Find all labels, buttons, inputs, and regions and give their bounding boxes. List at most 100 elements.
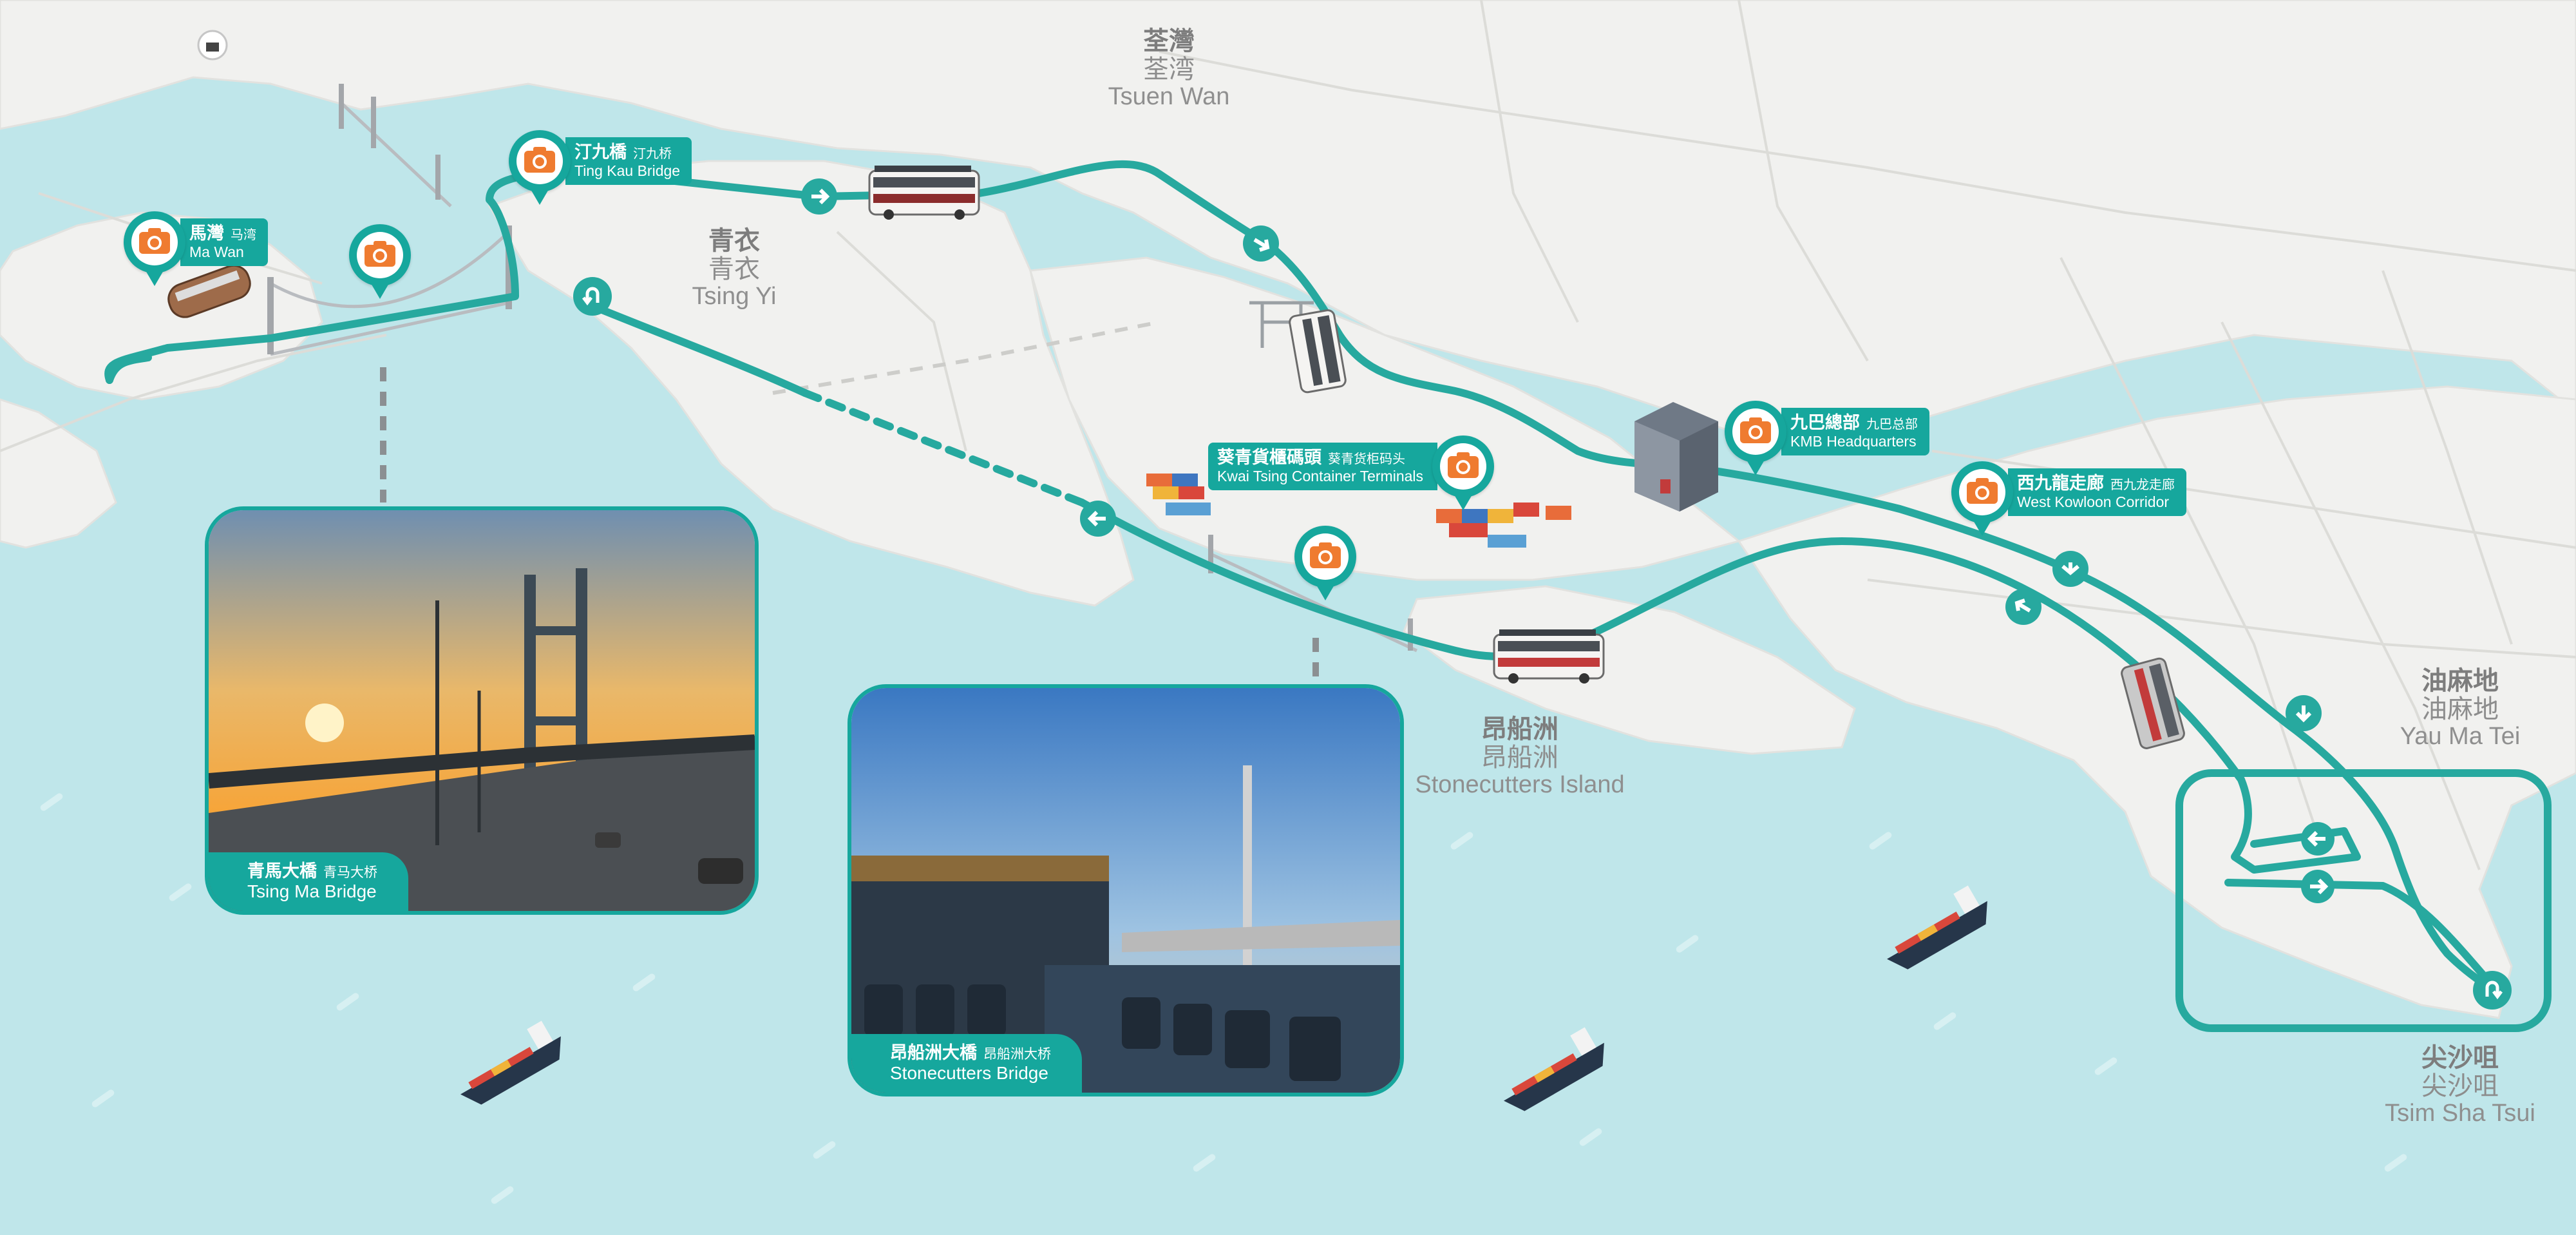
photo-image bbox=[209, 510, 755, 911]
poi-pin[interactable] bbox=[1294, 526, 1356, 600]
poi-pin[interactable] bbox=[124, 211, 185, 286]
camera-icon bbox=[1309, 541, 1342, 573]
district-tc: 青衣 bbox=[708, 226, 760, 256]
poi-ting-kau-bridge[interactable]: 汀九橋汀九桥 Ting Kau Bridge bbox=[509, 130, 692, 205]
poi-en: KMB Headquarters bbox=[1790, 433, 1917, 450]
route-arrows bbox=[573, 178, 2512, 1010]
poi-tc: 西九龍走廊 bbox=[2017, 474, 2104, 494]
poi-sc: 马湾 bbox=[231, 227, 256, 243]
route-arrow bbox=[2473, 971, 2512, 1010]
photo-sc: 昂船洲大桥 bbox=[983, 1046, 1051, 1062]
ting-kau-bridge-structure bbox=[339, 84, 452, 207]
poi-sc: 汀九桥 bbox=[633, 146, 672, 162]
poi-sc: 葵青货柜码头 bbox=[1328, 451, 1405, 467]
route-arrow bbox=[573, 277, 612, 316]
photo-image bbox=[851, 688, 1400, 1093]
district-tc: 荃灣 bbox=[1143, 26, 1195, 56]
poi-kmb-headquarters[interactable]: 九巴總部九巴总部 KMB Headquarters bbox=[1725, 401, 1929, 475]
district-en: Yau Ma Tei bbox=[2400, 723, 2521, 750]
poi-label: 馬灣马湾 Ma Wan bbox=[180, 218, 268, 266]
photo-en: Stonecutters Bridge bbox=[890, 1062, 1048, 1083]
port-crane bbox=[1249, 301, 1314, 348]
poi-pin[interactable] bbox=[1951, 461, 2013, 536]
route-arrow bbox=[2301, 822, 2334, 856]
container-stacks bbox=[1146, 474, 1571, 548]
poi-en: West Kowloon Corridor bbox=[2017, 493, 2170, 511]
route-arrow bbox=[1080, 501, 1116, 537]
poi-en: Kwai Tsing Container Terminals bbox=[1217, 468, 1424, 485]
northern-land bbox=[0, 0, 2576, 452]
tsim-sha-tsui-highlight bbox=[2175, 769, 2552, 1032]
poi-en: Ma Wan bbox=[189, 244, 244, 261]
camera-icon bbox=[138, 227, 171, 258]
district-tsim-sha-tsui: 尖沙咀 尖沙咀 Tsim Sha Tsui bbox=[2376, 1044, 2544, 1127]
district-sc: 尖沙咀 bbox=[2421, 1071, 2499, 1101]
poi-west-kowloon-corridor[interactable]: 西九龍走廊西九龙走廊 West Kowloon Corridor bbox=[1951, 461, 2186, 536]
photo-tc: 青馬大橋 bbox=[247, 861, 317, 881]
district-stonecutters-island: 昂船洲 昂船洲 Stonecutters Island bbox=[1404, 715, 1636, 799]
double-decker-bus bbox=[2121, 657, 2185, 749]
photo-caption: 青馬大橋青马大桥 Tsing Ma Bridge bbox=[209, 852, 408, 911]
sea-waves bbox=[40, 793, 2407, 1204]
pin-tsing-ma[interactable] bbox=[349, 224, 411, 299]
tunnel-portal-icon bbox=[197, 30, 228, 61]
poi-pin[interactable] bbox=[1432, 436, 1495, 510]
district-en: Stonecutters Island bbox=[1415, 771, 1625, 798]
poi-label: 葵青貨櫃碼頭葵青货柜码头 Kwai Tsing Container Termin… bbox=[1208, 443, 1438, 490]
cargo-ship bbox=[460, 1020, 561, 1105]
double-decker-bus bbox=[868, 166, 980, 220]
district-tc: 昂船洲 bbox=[1481, 714, 1558, 744]
streets bbox=[0, 0, 2576, 870]
district-en: Tsuen Wan bbox=[1108, 83, 1230, 110]
district-tc: 油麻地 bbox=[2421, 666, 2499, 696]
poi-tc: 汀九橋 bbox=[574, 142, 627, 163]
route-arrow bbox=[2005, 589, 2041, 625]
district-en: Tsim Sha Tsui bbox=[2385, 1100, 2535, 1127]
poi-label: 西九龍走廊西九龙走廊 West Kowloon Corridor bbox=[2008, 468, 2186, 516]
camera-icon bbox=[1739, 416, 1772, 448]
poi-label: 汀九橋汀九桥 Ting Kau Bridge bbox=[565, 137, 692, 185]
camera-icon bbox=[363, 240, 397, 271]
route-arrow bbox=[2301, 870, 2334, 903]
poi-pin[interactable] bbox=[349, 224, 411, 299]
camera-icon bbox=[1446, 451, 1480, 483]
photo-caption: 昂船洲大橋昂船洲大桥 Stonecutters Bridge bbox=[851, 1033, 1082, 1093]
district-tsing-yi: 青衣 青衣 Tsing Yi bbox=[663, 227, 805, 311]
cargo-ship bbox=[1504, 1027, 1604, 1111]
kmb-building bbox=[1634, 402, 1718, 512]
poi-sc: 西九龙走廊 bbox=[2110, 477, 2175, 493]
photo-tc: 昂船洲大橋 bbox=[890, 1042, 977, 1063]
route-arrow bbox=[2052, 551, 2088, 587]
district-tsuen-wan: 荃灣 荃湾 Tsuen Wan bbox=[1095, 27, 1243, 111]
poi-tc: 九巴總部 bbox=[1790, 413, 1860, 434]
dashed-road bbox=[772, 320, 1160, 395]
photo-stonecutters-bridge[interactable]: 昂船洲大橋昂船洲大桥 Stonecutters Bridge bbox=[848, 684, 1404, 1096]
double-decker-bus bbox=[1493, 629, 1605, 684]
district-yau-ma-tei: 油麻地 油麻地 Yau Ma Tei bbox=[2383, 667, 2537, 751]
pin-stonecutters[interactable] bbox=[1294, 526, 1356, 600]
route-arrow bbox=[801, 178, 837, 215]
poi-ma-wan[interactable]: 馬灣马湾 Ma Wan bbox=[124, 211, 268, 286]
camera-icon bbox=[1965, 477, 1999, 508]
photo-en: Tsing Ma Bridge bbox=[247, 881, 377, 901]
poi-en: Ting Kau Bridge bbox=[574, 162, 681, 180]
west-lantau bbox=[0, 398, 117, 549]
district-tc: 尖沙咀 bbox=[2421, 1043, 2499, 1073]
photo-tsing-ma-bridge[interactable]: 青馬大橋青马大桥 Tsing Ma Bridge bbox=[205, 506, 759, 915]
route-arrow bbox=[2286, 695, 2322, 731]
district-sc: 青衣 bbox=[708, 254, 760, 284]
poi-kwai-tsing[interactable]: 葵青貨櫃碼頭葵青货柜码头 Kwai Tsing Container Termin… bbox=[1208, 436, 1495, 510]
poi-label: 九巴總部九巴总部 KMB Headquarters bbox=[1781, 408, 1929, 455]
photo-sc: 青马大桥 bbox=[323, 864, 377, 880]
district-sc: 荃湾 bbox=[1143, 55, 1195, 84]
district-en: Tsing Yi bbox=[692, 283, 777, 310]
poi-tc: 馬灣 bbox=[189, 224, 224, 244]
district-sc: 油麻地 bbox=[2421, 694, 2499, 724]
camera-icon bbox=[523, 146, 556, 177]
poi-pin[interactable] bbox=[509, 130, 571, 205]
cargo-ship bbox=[1887, 885, 1987, 970]
double-decker-bus bbox=[1289, 309, 1347, 394]
ferry-icon bbox=[167, 264, 251, 318]
poi-pin[interactable] bbox=[1725, 401, 1786, 475]
